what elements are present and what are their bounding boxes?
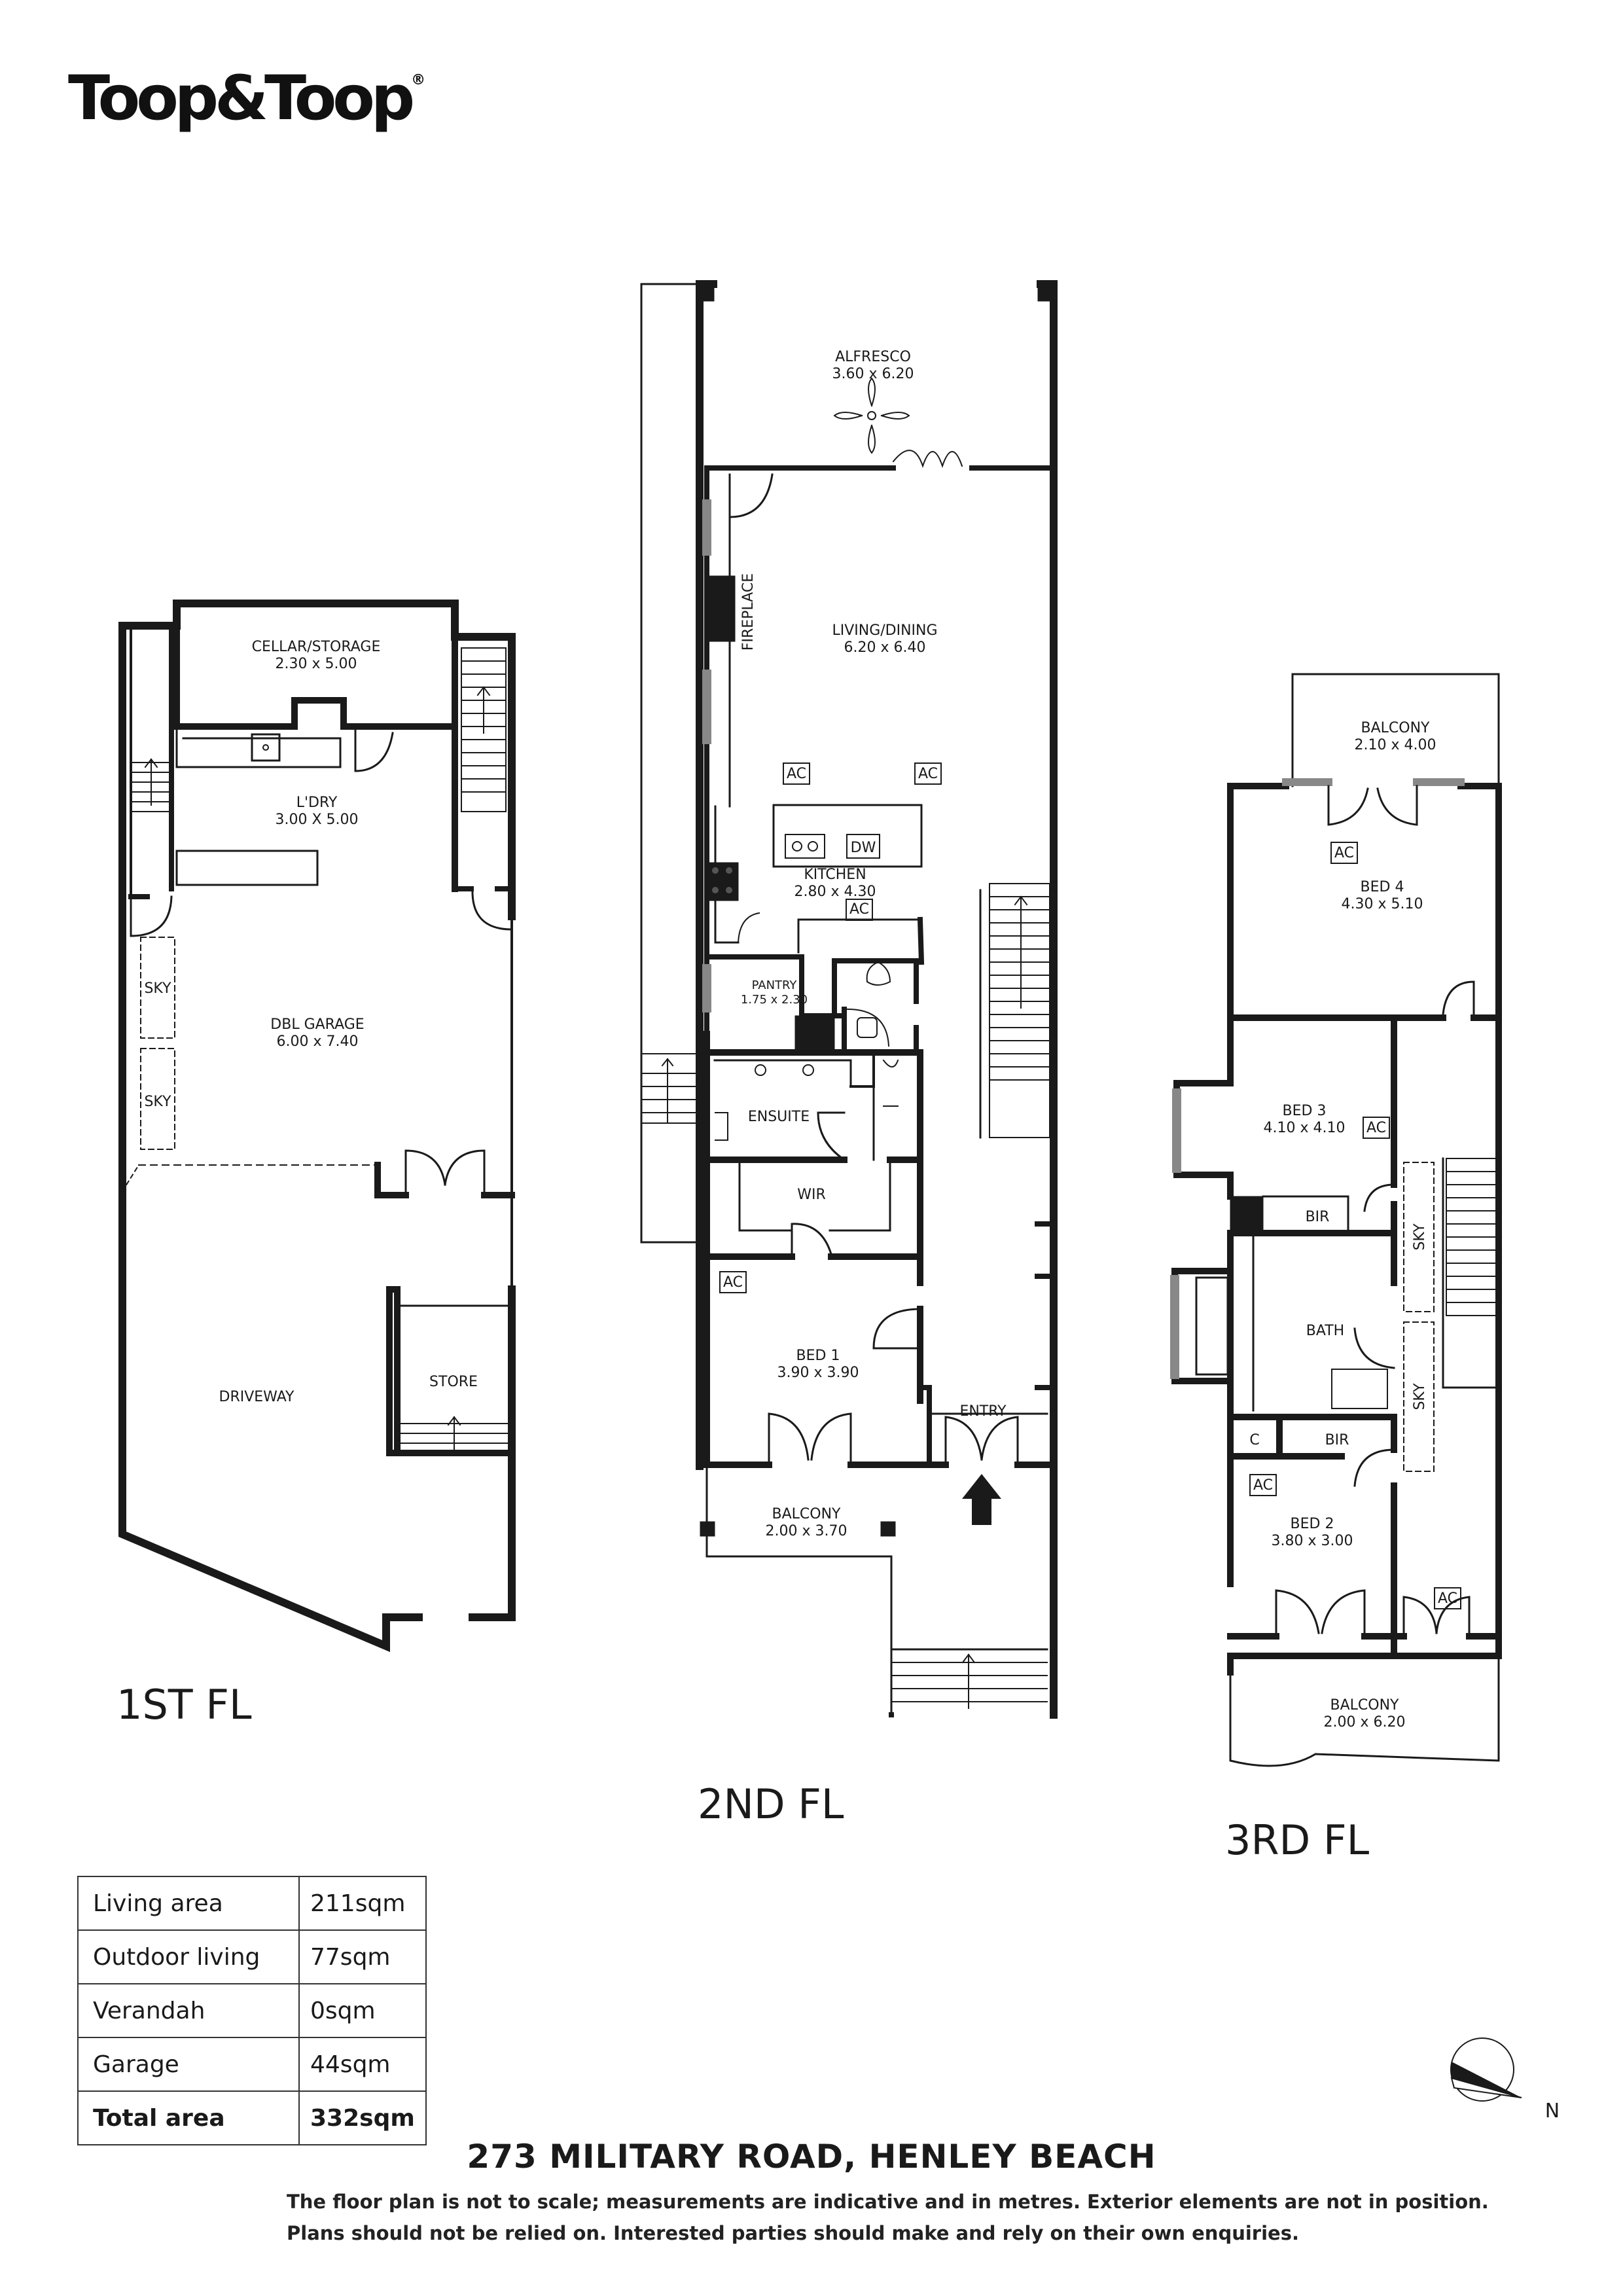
third-floor-plan	[1170, 673, 1502, 1767]
first-floor-plan	[118, 600, 516, 1653]
room-name-entry: ENTRY	[959, 1403, 1007, 1420]
room-name-bed1: BED 1	[796, 1348, 840, 1364]
logo-text: Toop&Toop	[68, 63, 415, 134]
room-dims-kitchen: 2.80 x 4.30	[794, 884, 876, 900]
ac-label-kitchen: AC	[849, 901, 869, 918]
room-dims-garage: 6.00 x 7.40	[277, 1033, 359, 1050]
room-name-bed4: BED 4	[1361, 879, 1404, 895]
area-row: Verandah 0sqm	[77, 1983, 427, 2038]
second-floor-plan	[640, 280, 1058, 1719]
bir-label-1: BIR	[1306, 1209, 1330, 1225]
room-dims-balcony-bottom: 2.00 x 6.20	[1324, 1714, 1406, 1731]
room-name-pantry: PANTRY	[752, 978, 798, 992]
disclaimer-line-1: The floor plan is not to scale; measurem…	[287, 2191, 1489, 2213]
ac-label-living-2: AC	[918, 766, 938, 782]
area-value: 211sqm	[298, 1876, 427, 1931]
room-name-ensuite: ENSUITE	[748, 1109, 810, 1125]
area-summary-table: Living area 211sqm Outdoor living 77sqm …	[77, 1876, 427, 2145]
sky-label-3rd-1: SKY	[1412, 1223, 1428, 1251]
room-name-bed2: BED 2	[1291, 1516, 1334, 1532]
area-label: Verandah	[77, 1983, 300, 2038]
area-value: 0sqm	[298, 1983, 427, 2038]
room-name-alfresco: ALFRESCO	[835, 349, 911, 365]
room-name-laundry: L'DRY	[296, 795, 338, 811]
area-row: Garage 44sqm	[77, 2037, 427, 2092]
room-name-kitchen: KITCHEN	[804, 867, 866, 883]
room-name-balcony-bottom: BALCONY	[1330, 1697, 1400, 1713]
disclaimer-line-2: Plans should not be relied on. Intereste…	[287, 2222, 1299, 2244]
room-name-store: STORE	[429, 1374, 478, 1390]
room-name-bed3: BED 3	[1283, 1103, 1327, 1119]
fireplace-label: FIREPLACE	[740, 573, 757, 651]
area-label: Garage	[77, 2037, 300, 2092]
compass-icon	[1450, 2037, 1522, 2102]
area-value: 77sqm	[298, 1929, 427, 1984]
floor-label-first: 1ST FL	[116, 1681, 252, 1729]
room-dims-alfresco: 3.60 x 6.20	[832, 366, 914, 382]
sky-label-2: SKY	[144, 1094, 171, 1110]
area-total-value: 332sqm	[298, 2090, 427, 2145]
ac-boxes	[719, 762, 1461, 1609]
room-dims-bed2: 3.80 x 3.00	[1272, 1533, 1353, 1549]
room-dims-cellar: 2.30 x 5.00	[276, 656, 357, 672]
floor-label-third: 3RD FL	[1225, 1816, 1370, 1864]
area-row: Living area 211sqm	[77, 1876, 427, 1931]
closet-label: C	[1249, 1432, 1259, 1448]
ac-label-bed4: AC	[1334, 845, 1354, 861]
ac-label-bed2: AC	[1253, 1477, 1273, 1494]
room-dims-laundry: 3.00 X 5.00	[275, 812, 358, 828]
floor-label-second: 2ND FL	[698, 1780, 844, 1828]
room-dims-balcony-2nd: 2.00 x 3.70	[766, 1523, 847, 1539]
area-label: Outdoor living	[77, 1929, 300, 1984]
room-dims-bed4: 4.30 x 5.10	[1342, 896, 1423, 912]
disclaimer: The floor plan is not to scale; measurem…	[287, 2186, 1489, 2249]
room-dims-living: 6.20 x 6.40	[844, 639, 926, 656]
sky-label-3rd-2: SKY	[1412, 1383, 1428, 1410]
dishwasher-label: DW	[851, 840, 876, 856]
room-name-bath: BATH	[1306, 1323, 1344, 1339]
room-name-wir: WIR	[797, 1187, 826, 1203]
room-name-cellar: CELLAR/STORAGE	[252, 639, 381, 655]
room-name-garage: DBL GARAGE	[270, 1016, 364, 1033]
area-total-row: Total area 332sqm	[77, 2090, 427, 2145]
room-dims-bed1: 3.90 x 3.90	[777, 1365, 859, 1381]
compass-north-label: N	[1545, 2100, 1560, 2123]
room-name-living: LIVING/DINING	[832, 622, 937, 639]
room-dims-pantry: 1.75 x 2.30	[741, 993, 808, 1007]
registered-mark: ®	[411, 72, 426, 88]
area-value: 44sqm	[298, 2037, 427, 2092]
ac-label-living-1: AC	[787, 766, 806, 782]
ac-label-hall: AC	[1438, 1590, 1457, 1607]
property-address: 273 MILITARY ROAD, HENLEY BEACH	[467, 2138, 1156, 2176]
room-name-balcony-2nd: BALCONY	[772, 1506, 842, 1522]
area-label: Living area	[77, 1876, 300, 1931]
area-total-label: Total area	[77, 2090, 300, 2145]
ac-label-bed1: AC	[723, 1274, 743, 1291]
bir-label-2: BIR	[1325, 1432, 1349, 1448]
ac-label-bed3: AC	[1366, 1120, 1386, 1136]
sky-label-1: SKY	[144, 980, 171, 997]
room-dims-balcony-top: 2.10 x 4.00	[1355, 737, 1436, 753]
room-name-driveway: DRIVEWAY	[219, 1389, 295, 1405]
brand-logo: Toop&Toop®	[68, 63, 425, 134]
room-dims-bed3: 4.10 x 4.10	[1264, 1120, 1346, 1136]
room-name-balcony-top: BALCONY	[1361, 720, 1431, 736]
area-row: Outdoor living 77sqm	[77, 1929, 427, 1984]
